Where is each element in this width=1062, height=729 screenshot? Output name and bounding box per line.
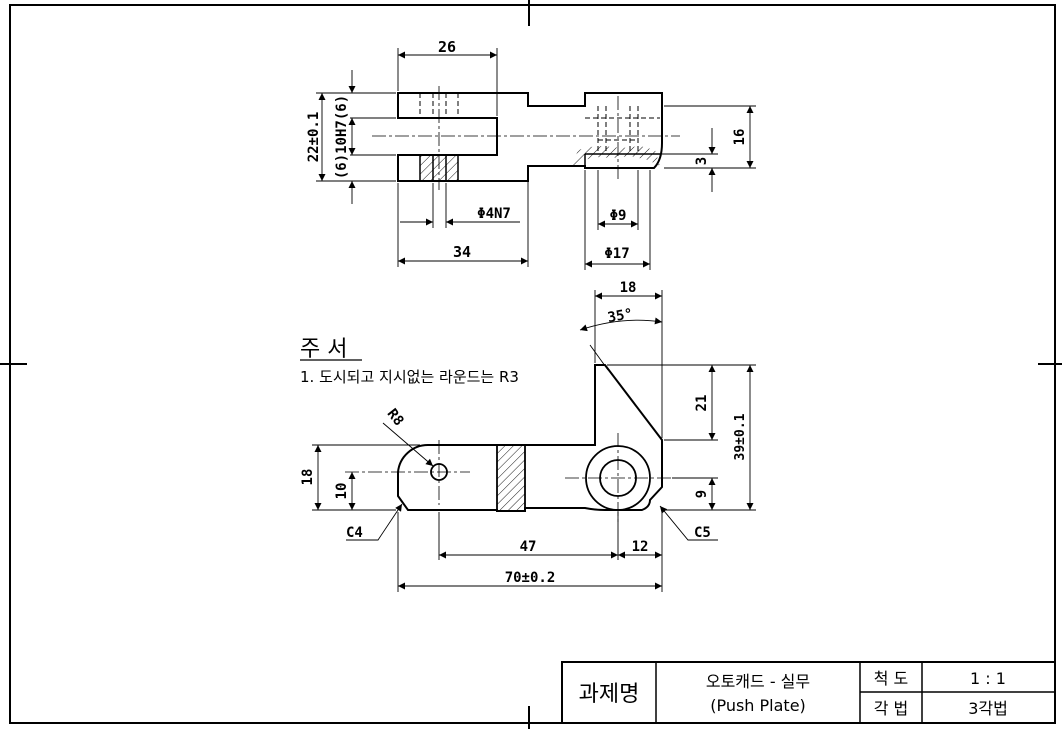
dim-18-top-label: 18: [620, 280, 637, 296]
dim-phi17-label: Φ17: [604, 246, 629, 262]
dim-16: 16: [664, 105, 756, 169]
dim-12-label: 12: [632, 539, 649, 555]
dim-phi9: Φ9: [597, 170, 639, 230]
dim-34: 34: [397, 168, 529, 267]
projection-value: 3각법: [968, 699, 1008, 718]
dim-9-label: 9: [694, 490, 710, 498]
dim-R8-label: R8: [384, 406, 407, 429]
notes: 주 서 1. 도시되고 지시없는 라운드는 R3: [300, 337, 519, 386]
dim-phi4-label: Φ4N7: [477, 206, 511, 222]
dim-3-label: 3: [694, 157, 710, 165]
dim-21: 21: [607, 364, 756, 441]
front-view-center-lines: [345, 433, 672, 524]
dim-C5-label: C5: [694, 525, 711, 541]
title-block: 과제명 오토캐드 - 실무 (Push Plate) 척 도 1 : 1 각 법…: [561, 661, 1056, 724]
dim-70: 70±0.2: [397, 512, 662, 592]
notes-line-1: 1. 도시되고 지시없는 라운드는 R3: [300, 368, 519, 386]
dim-35-label: 35°: [606, 306, 634, 326]
dim-hole-width-label: (6)10H7(6): [334, 95, 350, 179]
dim-18-left: 18: [300, 444, 420, 511]
dim-10-label: 10: [334, 483, 350, 500]
front-view-hatching: [497, 445, 525, 511]
front-view-outline: [397, 364, 663, 512]
top-view-center-lines: [372, 86, 680, 190]
notes-title: 주 서: [300, 337, 347, 362]
dim-47-12: 47 12: [438, 512, 663, 592]
dim-26-label: 26: [438, 38, 456, 56]
dim-C5: C5: [659, 505, 718, 541]
dim-phi9-label: Φ9: [610, 208, 627, 224]
dim-18-left-label: 18: [300, 469, 316, 486]
dim-C4-label: C4: [346, 525, 363, 541]
project-label: 과제명: [579, 682, 640, 707]
dim-R8: R8: [382, 406, 434, 467]
dim-9: 9: [672, 477, 718, 510]
dim-47-label: 47: [520, 539, 537, 555]
projection-label: 각 법: [874, 699, 909, 718]
dim-phi4: Φ4N7: [400, 183, 520, 228]
dim-22: 22±0.1: [306, 92, 396, 182]
dim-70-label: 70±0.2: [505, 570, 556, 586]
dim-C4: C4: [346, 503, 403, 541]
project-name-en: (Push Plate): [710, 696, 806, 715]
project-name-ko: 오토캐드 - 실무: [706, 672, 810, 691]
dim-39-label: 39±0.1: [733, 413, 748, 460]
dim-26: 26: [397, 38, 498, 116]
dim-34-label: 34: [453, 243, 471, 261]
top-view-hatching: [420, 146, 660, 181]
dim-39: 39±0.1: [664, 365, 756, 511]
top-view-outline: [397, 92, 663, 182]
dim-hole-width: (6)10H7(6): [334, 70, 396, 204]
dim-21-label: 21: [694, 395, 710, 412]
dim-16-label: 16: [732, 129, 748, 146]
dim-10: 10: [334, 472, 356, 510]
scale-label: 척 도: [874, 669, 909, 688]
top-view-hidden-lines: [419, 93, 660, 154]
dim-35-angle: 35°: [579, 306, 663, 371]
dim-18-top: 18: [594, 280, 663, 438]
scale-value: 1 : 1: [970, 669, 1006, 688]
dim-phi17: Φ17: [584, 170, 651, 270]
front-view: 18 35° 21 39±0.1 9 R8: [300, 280, 756, 592]
dim-22-label: 22±0.1: [306, 112, 322, 163]
dim-3: 3: [662, 128, 718, 192]
top-view: 26 22±0.1 (6)10H7(6) Φ4N7: [306, 38, 756, 270]
